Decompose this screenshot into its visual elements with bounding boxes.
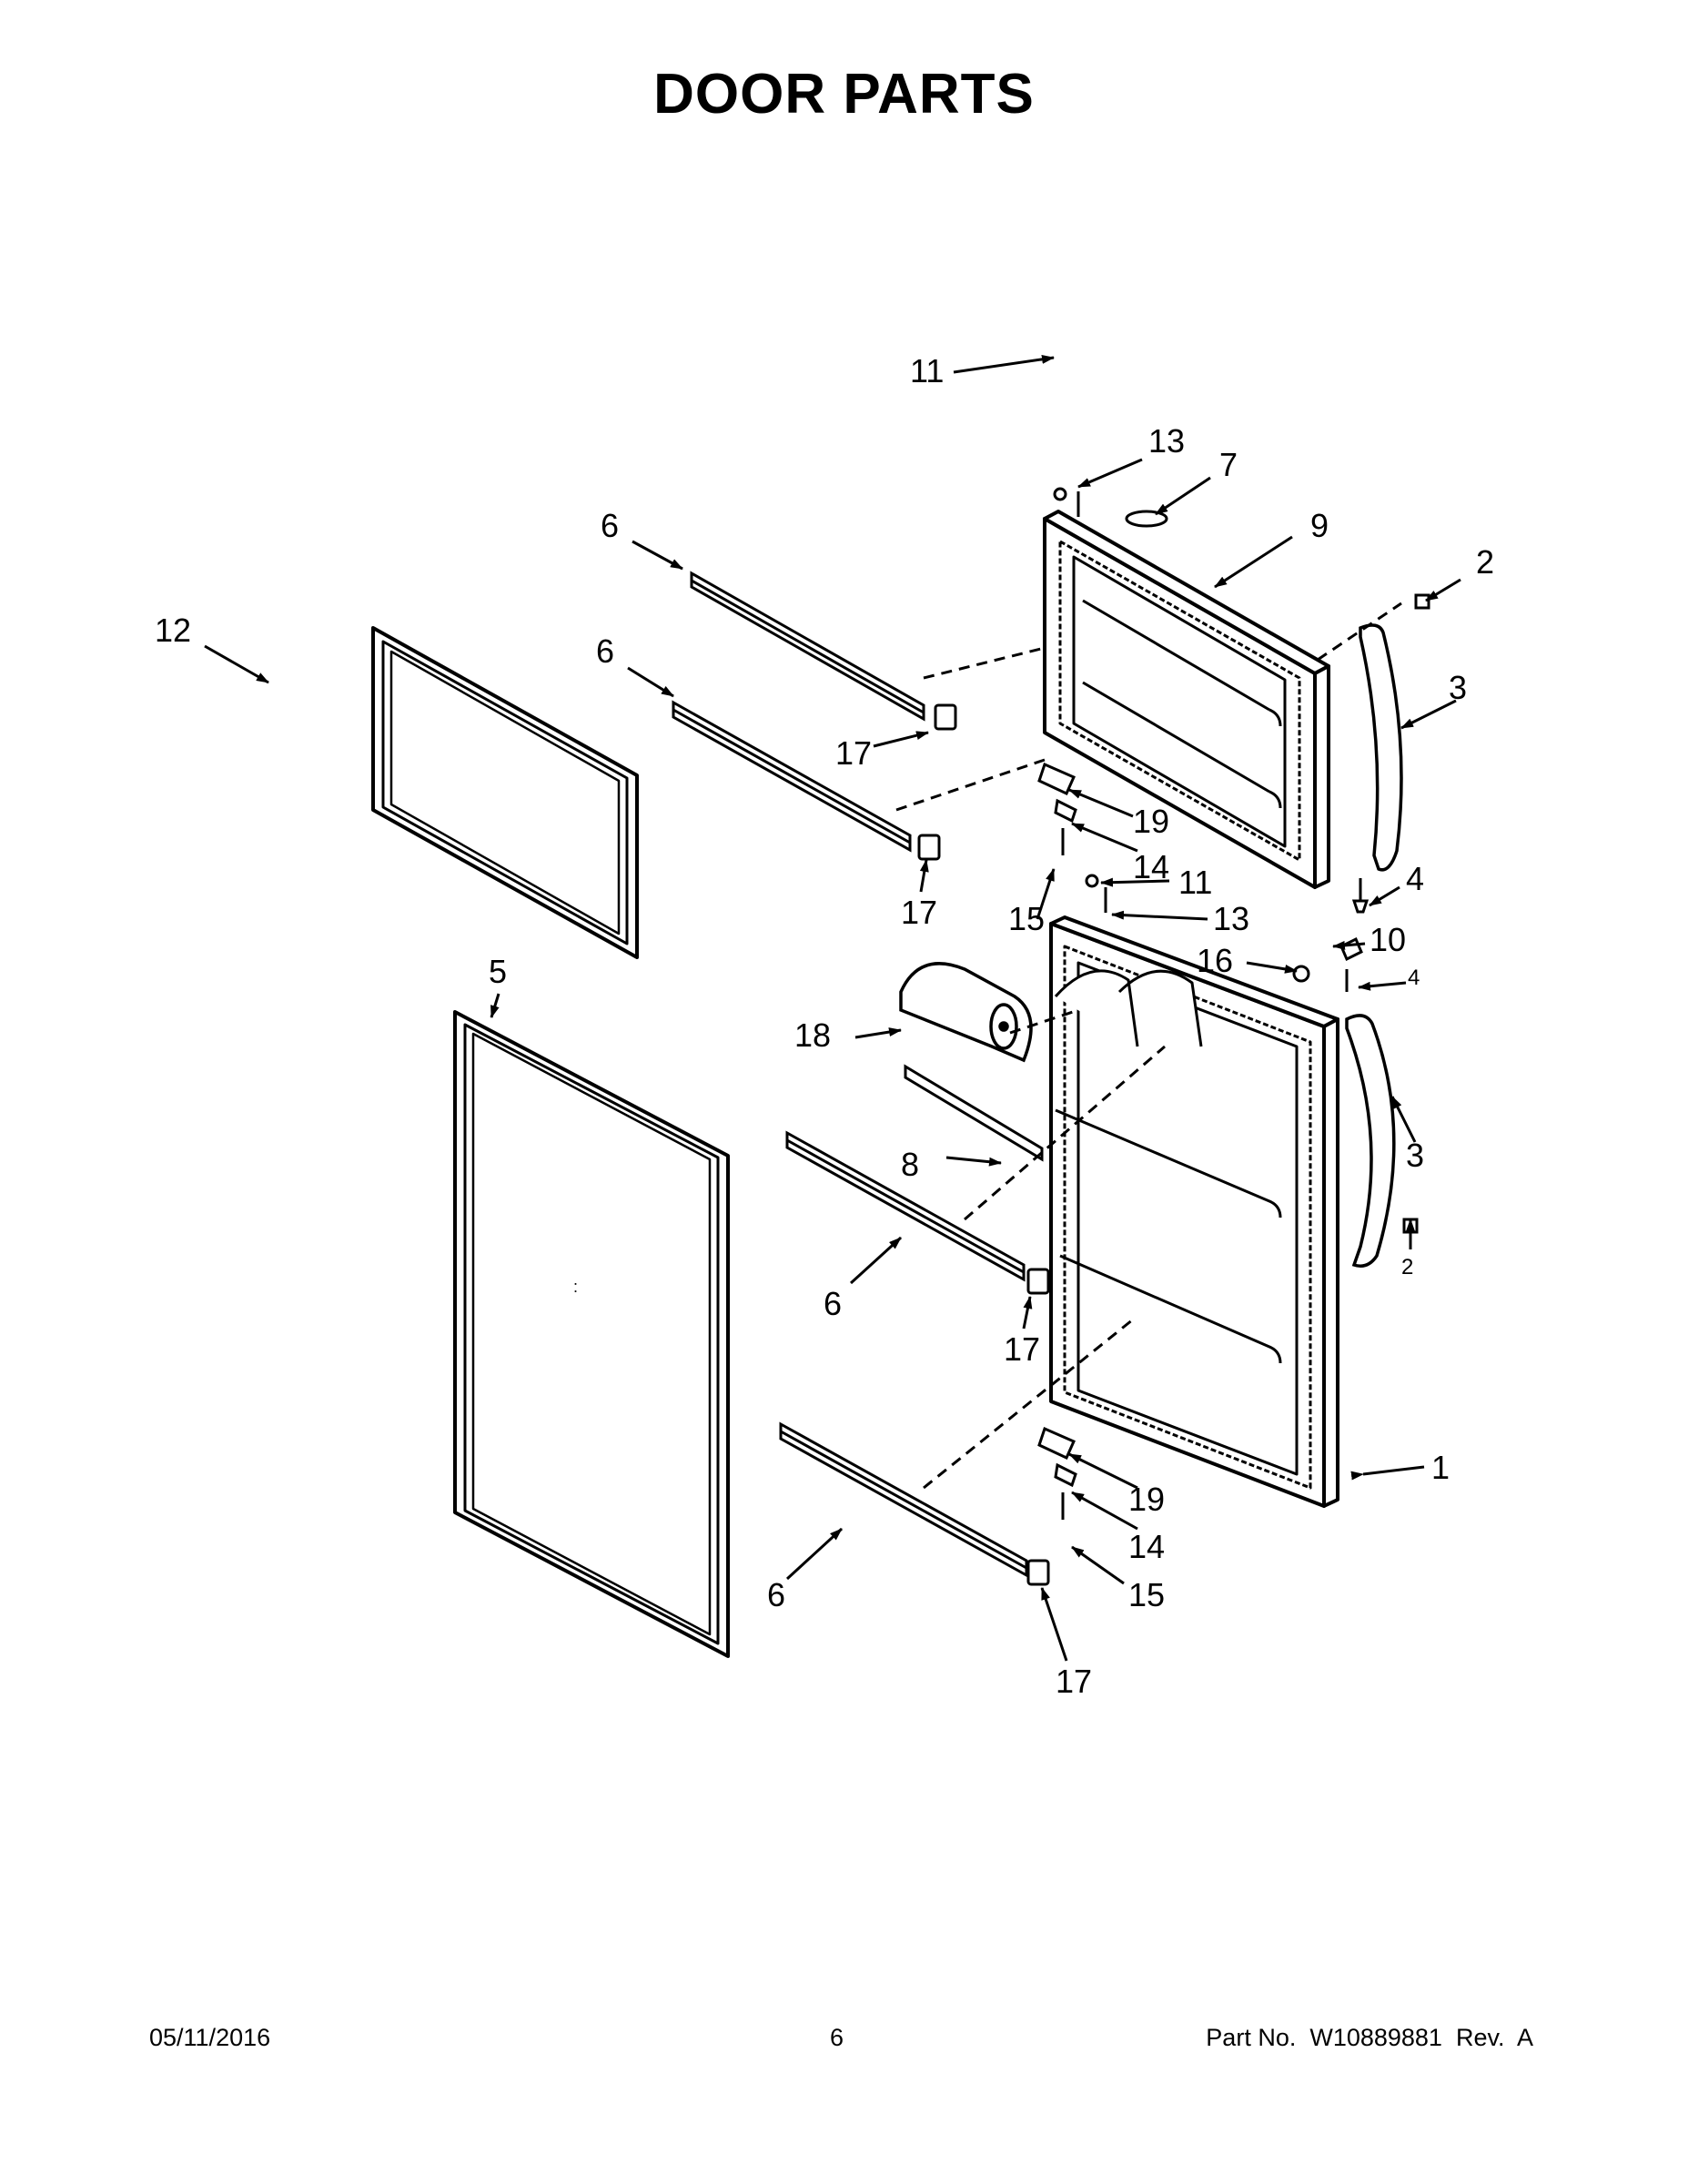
callout-12: 12 [155, 612, 191, 649]
callout-2-freezer: 2 [1476, 543, 1494, 581]
callout-15-freezer: 15 [1008, 900, 1045, 937]
fresh-food-door [1049, 915, 1339, 1508]
callout-13-fresh: 13 [1213, 900, 1249, 937]
door-rail-fresh-upper [785, 1130, 1026, 1282]
callout-17-freezer-upper: 17 [835, 734, 872, 772]
callout-3-freezer: 3 [1449, 669, 1467, 706]
callout-16: 16 [1197, 942, 1233, 979]
callout-8: 8 [901, 1146, 919, 1183]
svg-text::: : [573, 1278, 578, 1296]
assembly-dashed-lines [895, 602, 1402, 1490]
callout-9: 9 [1310, 507, 1329, 544]
callout-4-fresh: 4 [1408, 966, 1420, 990]
callout-19-fresh: 19 [1128, 1481, 1165, 1518]
callout-1: 1 [1431, 1449, 1450, 1486]
callout-6-fresh-lower: 6 [767, 1576, 785, 1613]
door-rail-fresh-lower [779, 1421, 1028, 1578]
handle-freezer [1359, 623, 1403, 872]
callout-6-fresh-upper: 6 [824, 1285, 842, 1322]
callout-17-freezer-lower: 17 [901, 894, 937, 931]
freezer-door [1043, 510, 1330, 889]
callout-17-fresh-upper: 17 [1004, 1330, 1040, 1368]
door-rail-freezer-lower [672, 700, 912, 853]
freezer-gasket [371, 626, 639, 959]
callout-17-fresh-lower: 17 [1056, 1663, 1092, 1700]
callout-14-freezer: 14 [1133, 848, 1169, 885]
footer-date: 05/11/2016 [149, 2024, 271, 2051]
callout-6-freezer-lower: 6 [596, 632, 614, 670]
rail-end-caps [917, 703, 1050, 1586]
page-title: DOOR PARTS [653, 63, 1035, 126]
callout-18: 18 [794, 1016, 831, 1054]
callout-19-freezer: 19 [1133, 803, 1169, 840]
callout-arrows [204, 354, 1461, 1662]
callout-5: 5 [489, 953, 507, 990]
fresh-food-gasket: : [453, 1010, 730, 1658]
callout-6-freezer-upper: 6 [601, 507, 619, 544]
callout-13-freezer: 13 [1148, 422, 1185, 460]
callout-4-freezer: 4 [1406, 860, 1424, 897]
footer-page-number: 6 [830, 2024, 844, 2051]
callout-15-fresh: 15 [1128, 1576, 1165, 1613]
callout-11-freezer: 11 [910, 352, 944, 389]
footer-part-number: Part No. W10889881 Rev. A [1206, 2024, 1533, 2051]
hardware [1037, 487, 1430, 1520]
callout-11-fresh: 11 [1178, 864, 1212, 901]
callout-3-fresh: 3 [1406, 1137, 1424, 1174]
callout-7: 7 [1219, 446, 1238, 483]
door-rail-freezer-upper [690, 571, 925, 722]
callout-14-fresh: 14 [1128, 1528, 1165, 1565]
handle-fresh-food [1345, 1014, 1396, 1268]
butter-compartment [899, 962, 1033, 1063]
callout-10: 10 [1370, 921, 1406, 958]
dairy-rail [904, 1064, 1044, 1162]
callout-2-fresh: 2 [1401, 1255, 1413, 1279]
